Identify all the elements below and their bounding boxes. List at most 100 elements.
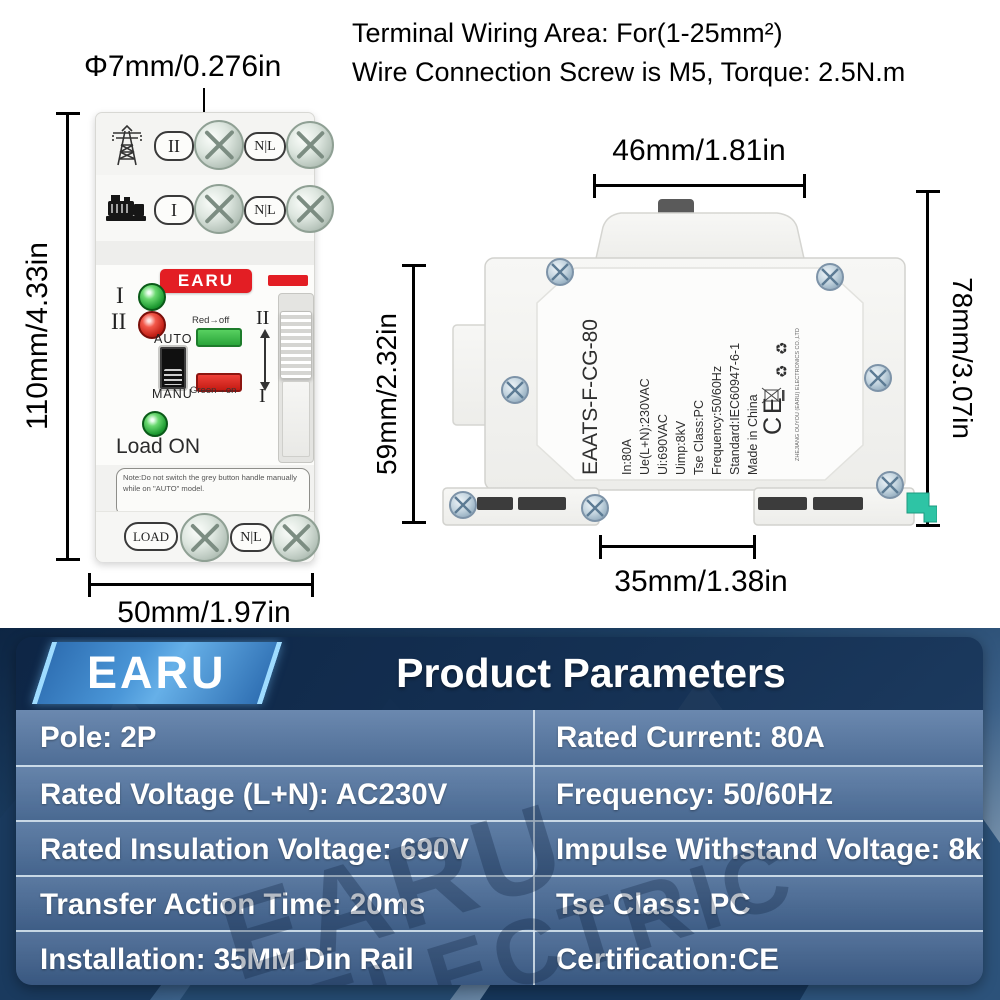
param-cell: Transfer Action Time: 20ms (40, 887, 426, 921)
param-cell: Rated Current: 80A (556, 720, 825, 754)
auto-manu-toggle[interactable] (158, 345, 188, 391)
grid-terminal-screw-2[interactable] (286, 121, 334, 169)
handle-top-label: II (256, 307, 270, 329)
left-dim-line (412, 264, 415, 524)
bottom-dim-line (599, 545, 756, 548)
switch-handle-knob[interactable] (280, 311, 312, 379)
width-dim-tick-left (88, 573, 91, 597)
table-row: Rated Voltage (L+N): AC230V Frequency: 5… (16, 765, 983, 822)
load-label: LOAD (124, 522, 178, 551)
auto-label: AUTO (154, 332, 193, 346)
din-release-clip[interactable] (906, 492, 937, 523)
parameters-title: Product Parameters (396, 650, 786, 696)
switch-handle-slide[interactable] (282, 381, 310, 457)
manufacturer-text: ZHEJIANG OUYOU (EARU) ELECTRONICS CO.,LT… (795, 328, 801, 461)
height-dim-label: 110mm/4.33in (21, 242, 54, 430)
ce-mark: CE (759, 394, 787, 435)
grid-input-label: II (154, 131, 194, 161)
generator-terminal-screw-2[interactable] (286, 185, 334, 233)
top-dim-label: 46mm/1.81in (612, 134, 786, 167)
device-divider-strip (96, 241, 314, 266)
load-terminal-screw-2[interactable] (272, 514, 320, 562)
right-dim-tick-top (916, 190, 940, 193)
source2-led-red (138, 311, 166, 339)
ats-front-view: II N|L I N|L (95, 112, 334, 562)
hole-diameter-label: Φ7mm/0.276in (84, 50, 282, 83)
param-cell: Impulse Withstand Voltage: 8kV (556, 832, 983, 866)
top-dim-tick-left (593, 174, 596, 198)
earu-logo-red: EARU (160, 269, 252, 293)
load-on-label: Load ON (116, 435, 201, 458)
bottom-dim-label: 35mm/1.38in (614, 565, 788, 598)
parameters-header: EARU Product Parameters (16, 637, 983, 710)
case-screw[interactable] (580, 493, 610, 523)
manu-label: MANU (152, 387, 193, 401)
weee-bin-icon (761, 387, 785, 404)
width-dim-label: 50mm/1.97in (117, 596, 291, 629)
right-dim-tick-bottom (916, 524, 940, 527)
hole-pointer-line (203, 88, 205, 130)
top-dim-line (593, 184, 806, 187)
table-row: Rated Insulation Voltage: 690V Impulse W… (16, 820, 983, 877)
param-cell: Installation: 35MM Din Rail (40, 942, 414, 976)
table-row: Transfer Action Time: 20ms Tse Class: PC (16, 875, 983, 932)
control-panel: EARU I II Red→off AUTO MANU Green→on II … (96, 265, 314, 465)
spec-line: In:80A (620, 438, 634, 475)
generator-nl-label: N|L (244, 196, 286, 225)
spec-line: Standard:IEC60947-6-1 (728, 343, 742, 475)
generator-terminal-row: I N|L (96, 175, 334, 242)
height-dim-tick-bottom (56, 558, 80, 561)
param-cell: Frequency: 50/60Hz (556, 777, 834, 811)
param-cell: Tse Class: PC (556, 887, 751, 921)
spec-line: Frequency:50/60Hz (710, 366, 724, 475)
power-grid-icon (112, 124, 142, 166)
column-divider (533, 710, 535, 985)
case-screw[interactable] (545, 257, 575, 287)
param-cell: Pole: 2P (40, 720, 157, 754)
right-dim-label: 78mm/3.07in (947, 277, 978, 439)
source2-label: II (111, 309, 127, 334)
vent-slot (518, 497, 566, 510)
generator-input-label: I (154, 195, 194, 225)
param-cell: Rated Voltage (L+N): AC230V (40, 777, 448, 811)
handle-hump-profile (594, 212, 806, 264)
earu-logo-header: EARU (31, 642, 283, 704)
recycle-icon: ♻ (774, 365, 791, 378)
load-terminal-row: LOAD N|L (96, 511, 320, 562)
case-screw[interactable] (875, 470, 905, 500)
green-on-label: Green→on (190, 385, 237, 396)
generator-terminal-screw-1[interactable] (194, 184, 244, 234)
wiring-note-line1: Terminal Wiring Area: For(1-25mm²) (352, 18, 783, 48)
bottom-dim-tick-left (599, 535, 602, 559)
auto-green-button[interactable] (196, 328, 242, 347)
recycle-icon: ♻ (774, 342, 791, 355)
source1-label: I (116, 283, 124, 308)
case-screw[interactable] (448, 490, 478, 520)
height-dim-line (66, 112, 69, 561)
manu-red-button[interactable] (196, 373, 242, 392)
width-dim-tick-right (311, 573, 314, 597)
top-dim-tick-right (803, 174, 806, 198)
vent-slot (477, 497, 513, 510)
table-row: Pole: 2P Rated Current: 80A (16, 710, 983, 765)
warning-note: Note:Do not switch the grey button handl… (116, 468, 310, 516)
case-screw[interactable] (815, 262, 845, 292)
case-screw[interactable] (863, 363, 893, 393)
right-dim-line (926, 190, 929, 527)
spec-line: Tse Class:PC (692, 400, 706, 475)
width-dim-line (88, 583, 314, 586)
case-screw[interactable] (500, 375, 530, 405)
table-row: Installation: 35MM Din Rail Certificatio… (16, 930, 983, 985)
vent-slot (813, 497, 863, 510)
load-terminal-screw-1[interactable] (180, 513, 229, 562)
bottom-dim-tick-right (753, 535, 756, 559)
vent-slot (758, 497, 807, 510)
left-dim-label: 59mm/2.32in (371, 313, 402, 475)
spec-line: Made in China (746, 394, 760, 475)
red-off-label: Red→off (192, 315, 230, 326)
product-parameters-card: EARU Product Parameters Pole: 2P Rated C… (16, 637, 983, 985)
load-led-green (142, 411, 168, 437)
grid-terminal-screw-1[interactable] (194, 120, 244, 170)
ats-side-view: EAATS-F-CG-80 In:80A Ue(L+N):230VAC Ui:6… (442, 199, 937, 526)
